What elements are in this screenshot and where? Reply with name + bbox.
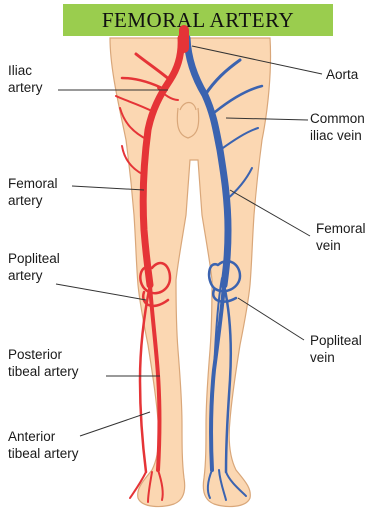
label-popliteal-artery: Popliteal artery (8, 250, 60, 284)
label-common-iliac-vein: Common iliac vein (310, 110, 365, 144)
label-line: artery (8, 267, 60, 284)
leader-anterior-tibeal-artery (80, 412, 150, 436)
label-line: Aorta (326, 66, 358, 83)
leader-popliteal-vein (238, 298, 304, 340)
label-line: Femoral (8, 175, 58, 192)
label-femoral-vein: Femoral vein (316, 220, 366, 254)
label-line: Popliteal (8, 250, 60, 267)
label-aorta: Aorta (326, 66, 358, 83)
label-posterior-tibeal-artery: Posterior tibeal artery (8, 346, 79, 380)
label-line: iliac vein (310, 127, 365, 144)
label-line: Popliteal (310, 332, 362, 349)
label-popliteal-vein: Popliteal vein (310, 332, 362, 366)
label-line: Femoral (316, 220, 366, 237)
legs-silhouette (110, 38, 271, 506)
label-line: Iliac (8, 62, 43, 79)
label-line: Common (310, 110, 365, 127)
label-femoral-artery: Femoral artery (8, 175, 58, 209)
label-line: Anterior (8, 428, 79, 445)
label-line: vein (316, 237, 366, 254)
label-line: artery (8, 192, 58, 209)
label-iliac-artery: Iliac artery (8, 62, 43, 96)
label-anterior-tibeal-artery: Anterior tibeal artery (8, 428, 79, 462)
leader-popliteal-artery (56, 284, 146, 300)
label-line: vein (310, 349, 362, 366)
label-line: tibeal artery (8, 363, 79, 380)
label-line: artery (8, 79, 43, 96)
label-line: Posterior (8, 346, 79, 363)
label-line: tibeal artery (8, 445, 79, 462)
